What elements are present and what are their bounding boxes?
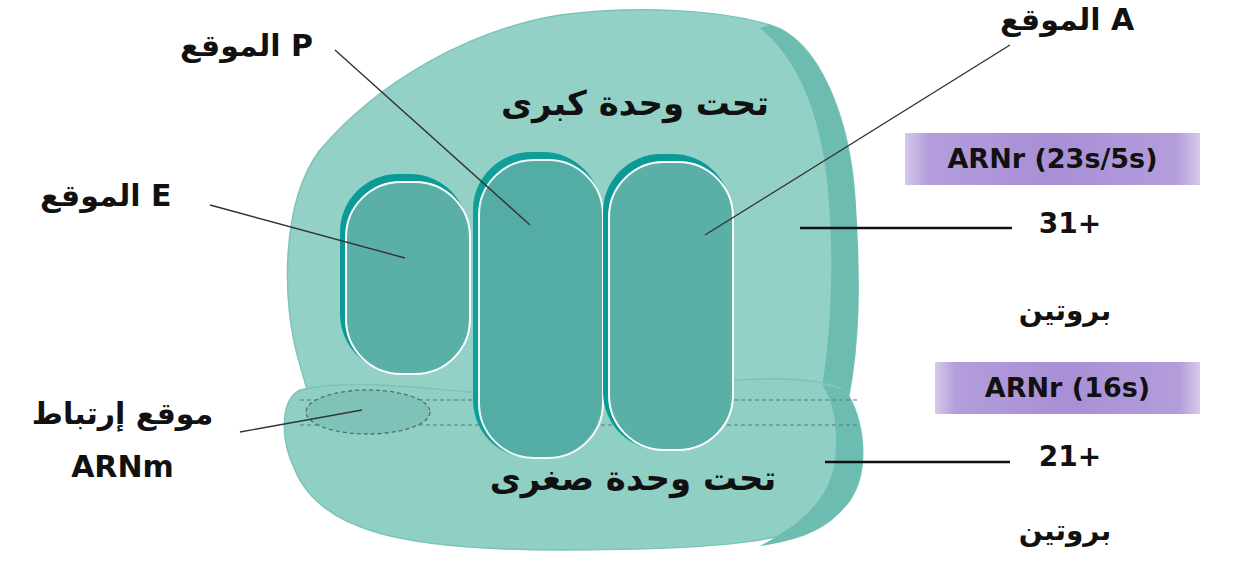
- p-site: [479, 160, 603, 458]
- protein-word: بروتين: [995, 512, 1135, 550]
- binding-site-label: موقع إرتباط ARNm: [0, 388, 245, 493]
- site-label: الموقع E: [40, 176, 205, 217]
- p-site-rim: [473, 152, 601, 458]
- protein-word: بروتين: [995, 292, 1135, 330]
- site-label: الموقع P: [180, 26, 345, 67]
- large-subunit: تحت وحدة كبرى: [280, 8, 870, 408]
- mrna-groove-line: [300, 399, 860, 400]
- large-subunit-body: [287, 10, 858, 400]
- rrna-band: ARNr (23s/5s): [905, 133, 1200, 185]
- protein-count: +21: [1015, 438, 1125, 476]
- protein-count: +31: [1015, 205, 1125, 243]
- leader-line: [800, 227, 1012, 230]
- leader-line: [825, 461, 1010, 464]
- large-subunit-shade: [760, 25, 858, 400]
- subunit-label: تحت وحدة صغرى: [478, 458, 788, 498]
- subunit-label: تحت وحدة كبرى: [485, 83, 785, 123]
- rrna-band: ARNr (16s): [935, 362, 1200, 414]
- a-site-rim: [603, 154, 731, 450]
- mrna-groove-line: [300, 424, 860, 425]
- site-label: الموقع A: [1000, 0, 1170, 41]
- small-subunit-body: [284, 379, 862, 550]
- mrna-binding-site: [306, 390, 430, 434]
- e-site-rim: [340, 174, 468, 372]
- small-subunit: تحت وحدة صغرى: [278, 362, 873, 557]
- large-subunit-outline: [280, 8, 870, 408]
- leader-line: [240, 410, 362, 432]
- leader-line: [210, 205, 405, 258]
- a-site: [609, 162, 733, 450]
- e-site: [346, 182, 470, 374]
- leader-line: [335, 50, 530, 225]
